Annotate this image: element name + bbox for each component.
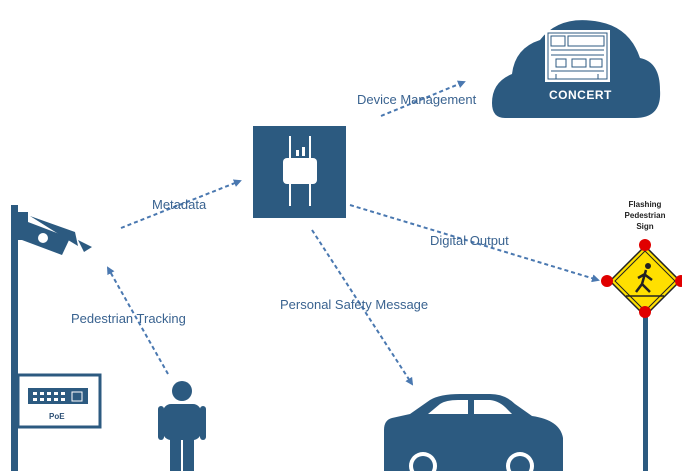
arrow-device-management: [380, 80, 466, 117]
arrow-metadata: [120, 179, 242, 229]
sign-label-line1: Flashing: [628, 200, 662, 209]
camera-icon: [18, 212, 92, 255]
label-digital-output: Digital Output: [430, 233, 509, 248]
sign-label-line3: Sign: [636, 222, 654, 231]
arrow-digital-output: [349, 204, 600, 283]
access-point-icon: [253, 126, 346, 218]
pedestrian-crossing-sign-icon: [601, 239, 682, 471]
arrow-pedestrian-tracking: [107, 266, 169, 375]
sign-label: Flashing Pedestrian Sign: [615, 199, 675, 232]
label-metadata: Metadata: [152, 197, 207, 212]
pole: [11, 205, 18, 471]
arrow-personal-safety-message: [311, 229, 414, 386]
label-device-management: Device Management: [357, 92, 477, 107]
label-pedestrian-tracking: Pedestrian Tracking: [71, 311, 186, 326]
label-personal-safety-message: Personal Safety Message: [280, 297, 429, 312]
car-icon: [384, 394, 563, 471]
cloud-label: CONCERT: [549, 88, 612, 102]
server-rack-icon: [545, 30, 610, 82]
person-icon: [158, 381, 206, 471]
poe-label: PoE: [49, 412, 65, 421]
sign-label-line2: Pedestrian: [624, 211, 666, 220]
poe-switch-icon: [16, 373, 102, 429]
